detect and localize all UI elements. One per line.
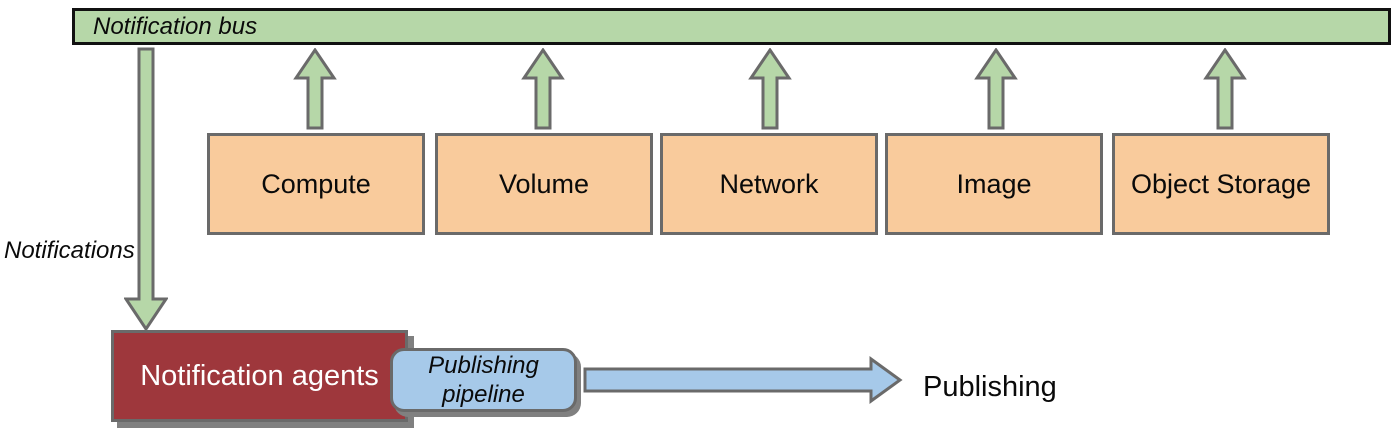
up-arrow-image-icon xyxy=(974,48,1018,130)
notifications-label: Notifications xyxy=(4,237,135,264)
service-box-compute: Compute xyxy=(207,133,425,235)
up-arrow-volume-icon xyxy=(521,48,565,130)
service-box-network: Network xyxy=(660,133,878,235)
notification-agents-label: Notification agents xyxy=(140,359,379,392)
service-box-object-storage: Object Storage xyxy=(1112,133,1330,235)
service-label: Network xyxy=(719,168,819,199)
publishing-label: Publishing xyxy=(923,371,1057,403)
notification-bus-label: Notification bus xyxy=(93,12,258,40)
up-arrow-compute-icon xyxy=(293,48,337,130)
up-arrow-object-storage-icon xyxy=(1203,48,1247,130)
publishing-pipeline-label: Publishing pipeline xyxy=(428,352,539,408)
service-box-volume: Volume xyxy=(435,133,653,235)
notification-agents-box: Notification agents xyxy=(111,330,408,422)
service-label: Object Storage xyxy=(1130,168,1312,199)
service-box-image: Image xyxy=(885,133,1103,235)
publishing-pipeline-box: Publishing pipeline xyxy=(390,348,577,412)
service-label: Image xyxy=(956,168,1032,199)
notifications-down-arrow-icon xyxy=(124,47,168,331)
service-label: Compute xyxy=(261,168,371,199)
up-arrow-network-icon xyxy=(748,48,792,130)
publishing-right-arrow-icon xyxy=(583,356,903,404)
service-label: Volume xyxy=(498,168,590,199)
notification-bus-bar: Notification bus xyxy=(72,8,1391,45)
